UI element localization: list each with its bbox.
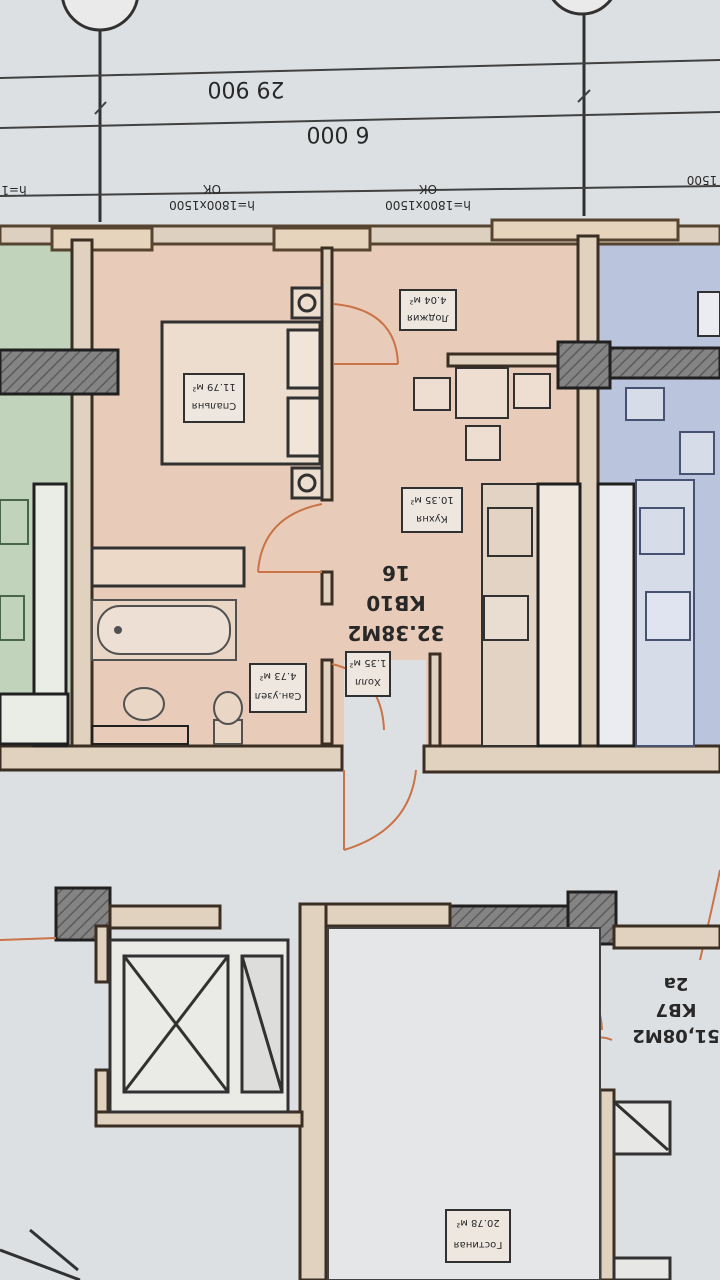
bathroom-fixtures	[91, 599, 243, 745]
columns	[0, 340, 720, 946]
svg-text:Спальня: Спальня	[192, 400, 237, 411]
svg-text:10.35 м²: 10.35 м²	[410, 494, 453, 505]
apartment-label-lower: 51,08М2 КВ7 2а	[632, 973, 719, 1046]
overall-dimension: 29 900	[208, 76, 285, 101]
svg-text:Холл: Холл	[355, 676, 381, 687]
window-code-1: ОК	[203, 182, 221, 196]
room-tag-loggia: Лоджия 4.04 м²	[399, 289, 457, 331]
window-size-2: h=1800x1500	[385, 198, 471, 212]
svg-text:32.38М2: 32.38М2	[347, 621, 444, 645]
svg-text:4.73 м²: 4.73 м²	[260, 670, 297, 681]
svg-text:1.35 м²: 1.35 м²	[350, 657, 387, 668]
room-tag-hall: Холл 1.35 м²	[345, 651, 391, 697]
segment-dimension: 6 000	[307, 121, 370, 146]
stair-line	[0, 1248, 81, 1280]
window-size-1: h=1800x1500	[169, 198, 255, 212]
svg-text:11.79 м²: 11.79 м²	[192, 381, 235, 392]
svg-text:Лоджия: Лоджия	[407, 312, 449, 323]
svg-text:Кухня: Кухня	[416, 513, 448, 524]
door-arcs	[0, 303, 720, 1061]
room-tag-bathroom: Сан.узел 4.73 м²	[249, 663, 307, 713]
svg-text:51,08М2: 51,08М2	[632, 1025, 719, 1046]
window-code-2: ОК	[419, 182, 437, 196]
svg-text:Сан.узел: Сан.узел	[255, 690, 302, 701]
grid-axis-markers	[61, 0, 613, 222]
room-tag-kitchen: Кухня 10.35 м²	[401, 487, 463, 533]
svg-text:2а: 2а	[664, 973, 689, 994]
left-unit-fixtures	[0, 482, 70, 748]
room-tag-bedroom: Спальня 11.79 м²	[183, 373, 245, 423]
kitchen-unit	[481, 482, 582, 748]
lift-shaft	[108, 938, 290, 1114]
room-tag-living: Гостиная 20.78 м²	[445, 1209, 511, 1263]
lower-fixtures	[612, 1100, 672, 1280]
apartment-label-main: 32.38М2 КВ10 16	[347, 561, 444, 645]
kitchen-table	[413, 367, 551, 461]
svg-text:КВ10: КВ10	[366, 591, 425, 615]
edge-text-left: h=1	[1, 183, 26, 197]
edge-text-right: 1500	[687, 173, 718, 187]
svg-text:Гостиная: Гостиная	[454, 1239, 503, 1250]
right-unit-fixtures	[596, 291, 720, 748]
top-wall	[0, 218, 720, 252]
svg-text:16: 16	[382, 561, 410, 585]
svg-text:КВ7: КВ7	[656, 999, 697, 1020]
svg-text:4.04 м²: 4.04 м²	[410, 294, 447, 305]
svg-text:20.78 м²: 20.78 м²	[456, 1217, 499, 1228]
dimension-lines	[0, 59, 720, 197]
